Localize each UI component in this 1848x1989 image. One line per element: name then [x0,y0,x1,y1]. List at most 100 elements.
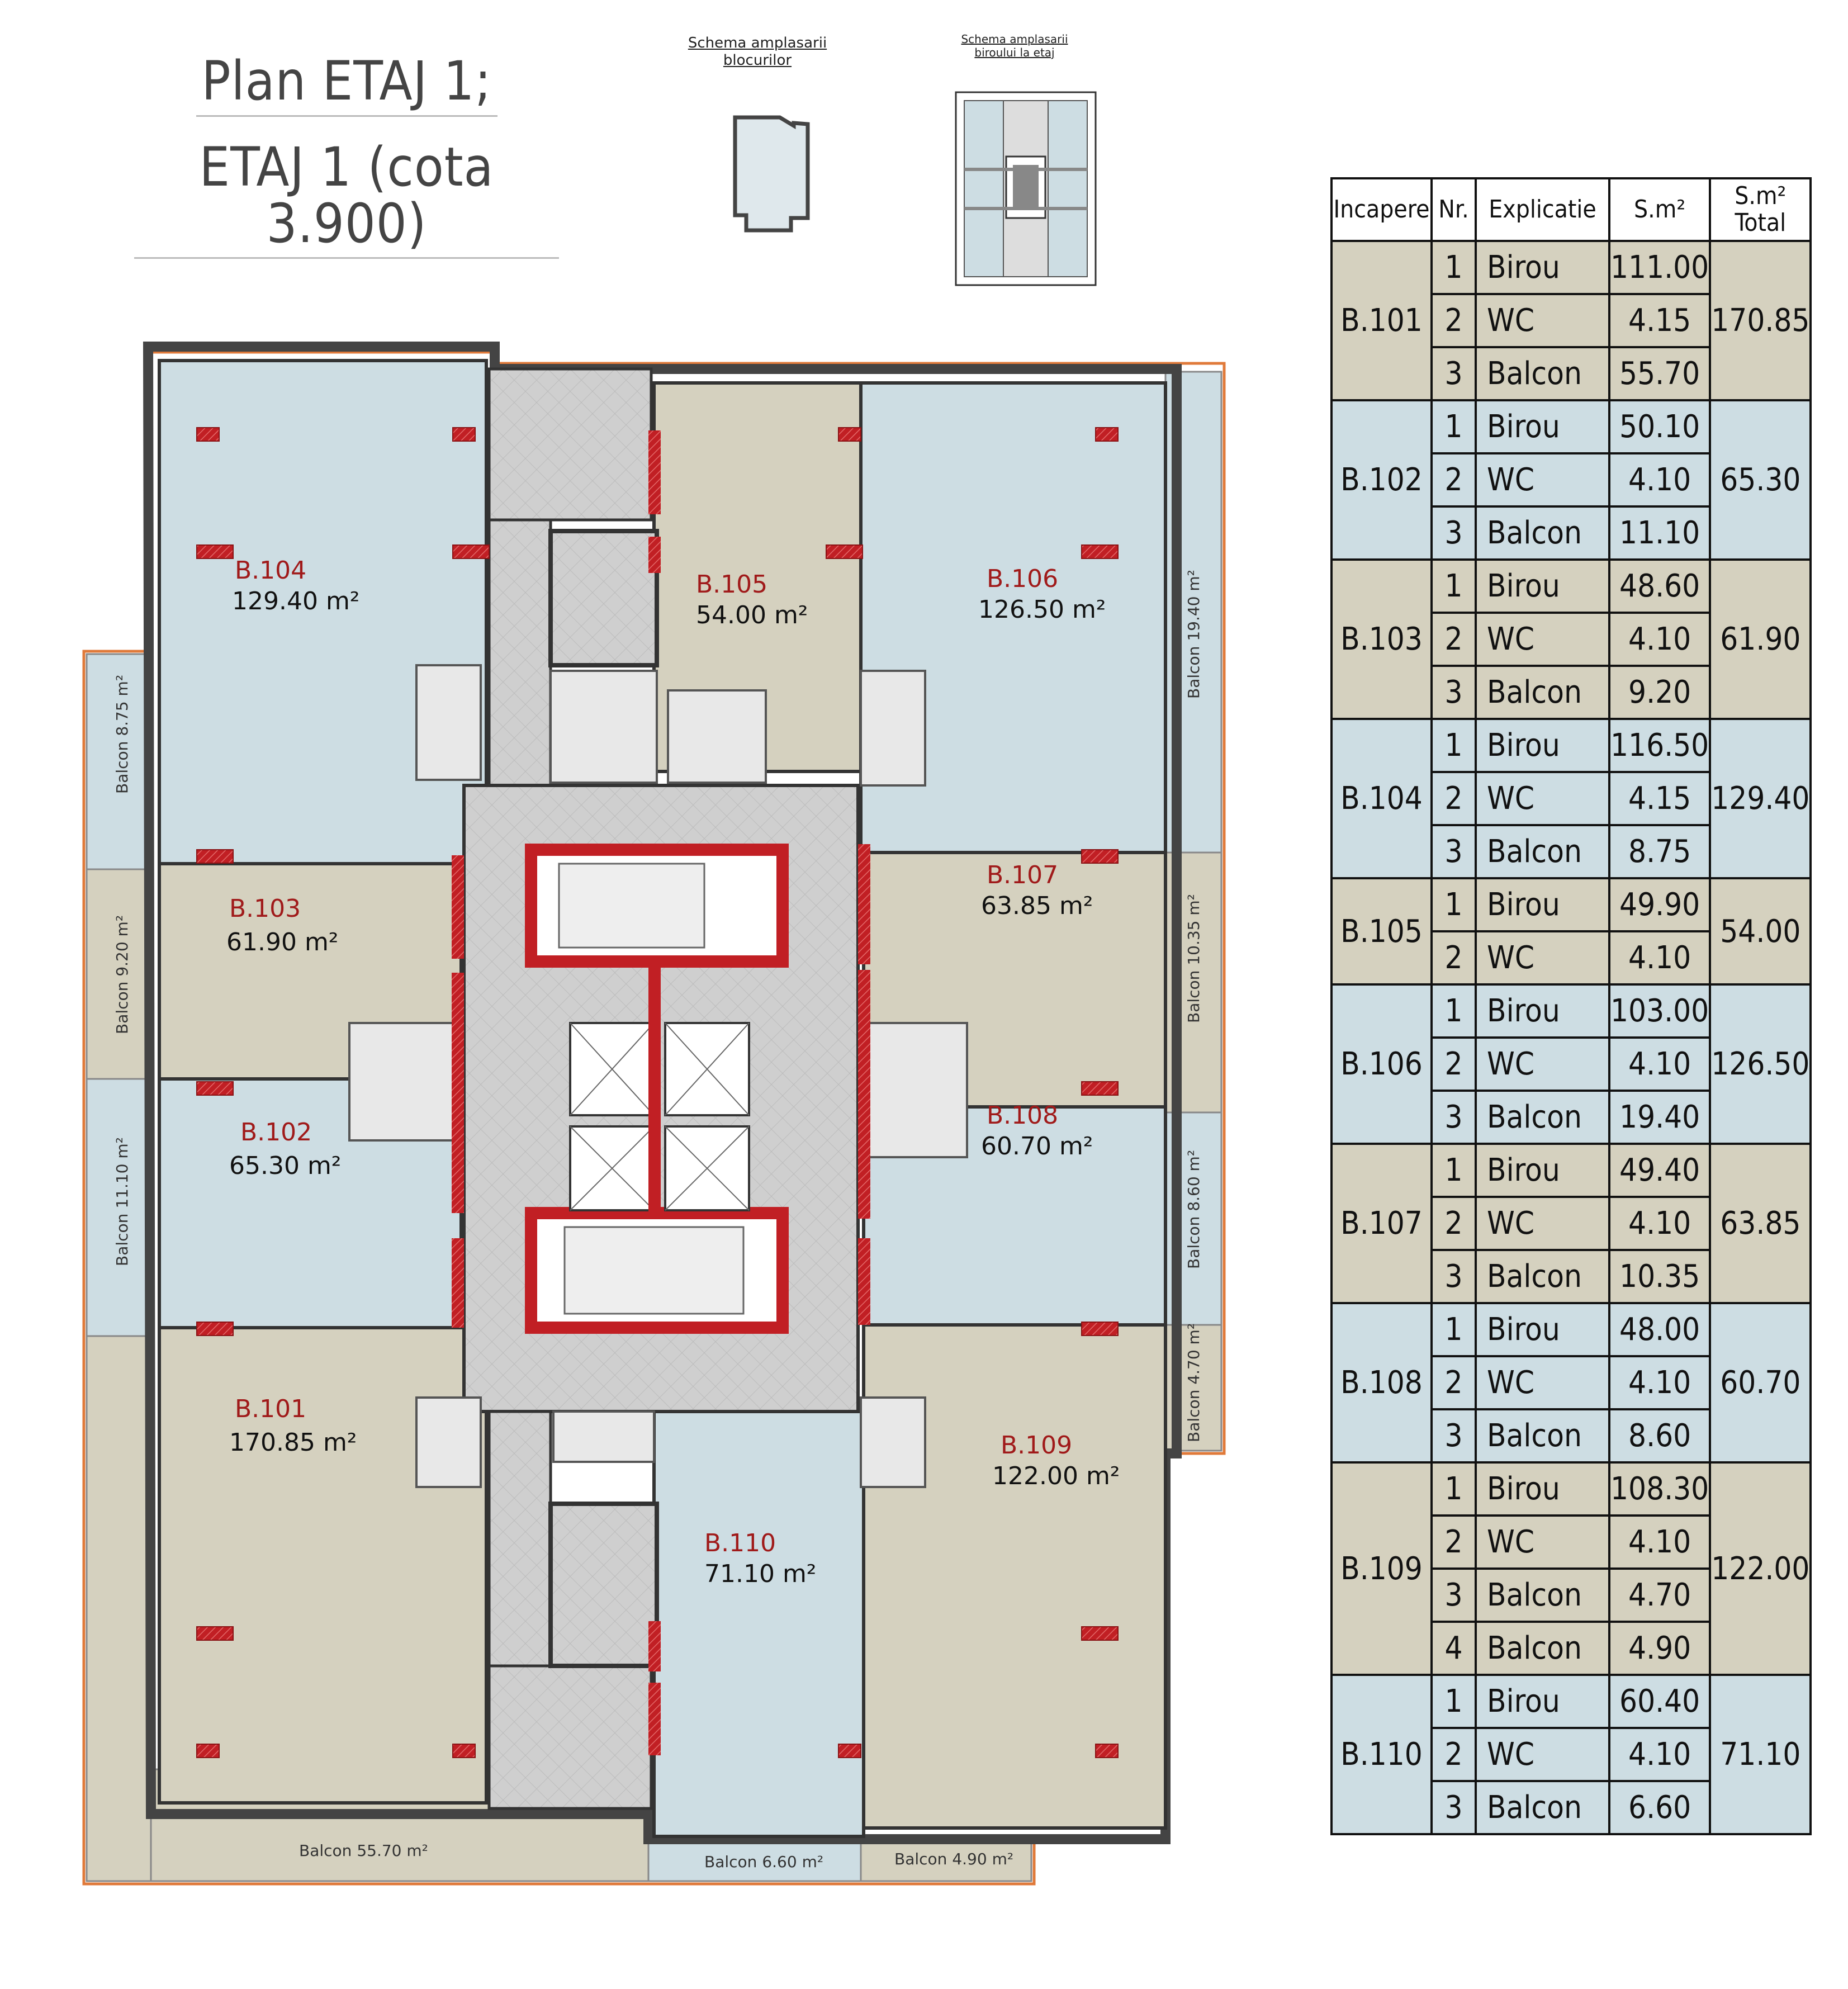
cell-explanation: Balcon [1475,824,1610,879]
cell-area: 111.00 [1608,240,1712,295]
cell-nr: 2 [1430,1355,1477,1410]
cell-nr: 1 [1430,1674,1477,1729]
cell-explanation: Birou [1475,1143,1610,1198]
cell-area: 4.10 [1608,1355,1712,1410]
cell-explanation: WC [1475,1514,1610,1570]
cell-area: 4.15 [1608,293,1712,348]
cell-explanation: WC [1475,1355,1610,1410]
balcony-labels: Balcon 8.75 m² Balcon 9.20 m² Balcon 11.… [113,570,1203,1871]
office-scheme-caption: Schema amplasarii biroului la etaj [961,32,1068,59]
cell-area: 8.75 [1608,824,1712,879]
cell-total: 126.50 [1709,983,1812,1145]
cell-explanation: Balcon [1475,665,1610,720]
header-total: S.m² Total [1709,177,1812,242]
cell-nr: 2 [1430,1727,1477,1782]
room-area: 71.10 m² [704,1560,816,1588]
cell-nr: 1 [1430,399,1477,454]
room-number: B.104 [235,556,306,585]
cell-area: 108.30 [1608,1461,1712,1517]
cell-area: 4.10 [1608,930,1712,986]
room-number: B.108 [987,1101,1058,1130]
cell-area: 4.10 [1608,1727,1712,1782]
balcony-label: Balcon 55.70 m² [299,1841,428,1860]
cell-explanation: Birou [1475,399,1610,454]
cell-explanation: Birou [1475,877,1610,932]
cell-nr: 2 [1430,1036,1477,1092]
room-area: 63.85 m² [981,892,1093,920]
cell-nr: 3 [1430,346,1477,401]
cell-room: B.107 [1330,1143,1433,1304]
cell-room: B.101 [1330,240,1433,401]
header-explanation: Explicatie [1475,177,1610,242]
room-number: B.103 [229,894,301,923]
cell-explanation: WC [1475,612,1610,667]
balcony-label: Balcon 19.40 m² [1184,570,1203,699]
cell-explanation: WC [1475,771,1610,826]
cell-area: 4.10 [1608,452,1712,508]
cell-area: 4.10 [1608,1036,1712,1092]
cell-area: 4.10 [1608,1514,1712,1570]
room-area: 129.40 m² [232,587,359,615]
cell-nr: 3 [1430,1090,1477,1145]
area-table: Incapere Nr. Explicatie S.m² S.m² Total … [1330,177,1812,1835]
cell-total: 129.40 [1709,718,1812,879]
title-line-1: Plan ETAJ 1; [196,53,497,117]
room-number: B.109 [1001,1431,1072,1460]
room-area: 122.00 m² [992,1462,1120,1490]
cell-area: 4.10 [1608,1196,1712,1251]
room-number: B.110 [704,1529,776,1557]
cell-explanation: Birou [1475,558,1610,614]
cell-total: 54.00 [1709,877,1812,986]
room-area: 65.30 m² [229,1152,341,1180]
cell-room: B.108 [1330,1302,1433,1464]
cell-nr: 3 [1430,1567,1477,1623]
room-area: 60.70 m² [981,1132,1093,1161]
cell-total: 65.30 [1709,399,1812,561]
cell-nr: 3 [1430,1780,1477,1835]
room-labels: B.104 129.40 m² B.105 54.00 m² B.106 126… [226,556,1120,1588]
cell-explanation: Balcon [1475,1408,1610,1464]
cell-nr: 2 [1430,771,1477,826]
title-line-2: ETAJ 1 (cota 3.900) [134,139,559,259]
office-location-scheme [955,91,1097,286]
cell-area: 49.90 [1608,877,1712,932]
cell-room: B.104 [1330,718,1433,879]
cell-nr: 1 [1430,877,1477,932]
cell-area: 11.10 [1608,505,1712,561]
plan-title: Plan ETAJ 1; ETAJ 1 (cota 3.900) [134,53,559,259]
cell-area: 4.90 [1608,1621,1712,1676]
balcony-label: Balcon 10.35 m² [1184,894,1203,1023]
cell-room: B.109 [1330,1461,1433,1676]
cell-nr: 2 [1430,1196,1477,1251]
cell-total: 61.90 [1709,558,1812,720]
cell-room: B.105 [1330,877,1433,986]
cell-area: 48.60 [1608,558,1712,614]
cell-nr: 3 [1430,824,1477,879]
balcony-label: Balcon 9.20 m² [113,915,131,1034]
cell-nr: 2 [1430,930,1477,986]
room-number: B.102 [240,1118,312,1147]
cell-explanation: WC [1475,1036,1610,1092]
cell-area: 55.70 [1608,346,1712,401]
room-number: B.106 [987,565,1058,593]
room-number: B.107 [987,861,1058,889]
cell-explanation: WC [1475,1727,1610,1782]
cell-area: 19.40 [1608,1090,1712,1145]
header-area: S.m² [1608,177,1712,242]
cell-room: B.106 [1330,983,1433,1145]
